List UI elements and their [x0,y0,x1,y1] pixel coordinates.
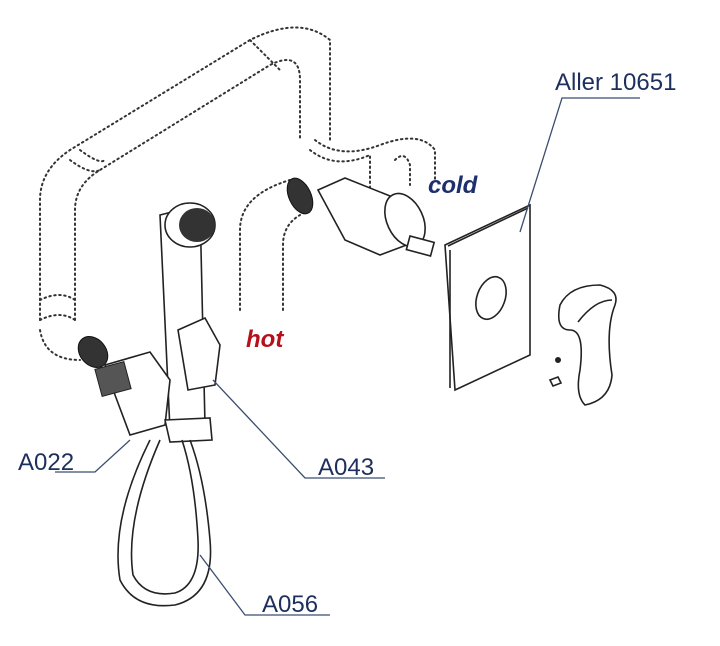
hidden-pipes [39,26,436,361]
hot-label: hot [246,326,284,353]
lever-handle [548,284,617,406]
part-label-a043: A043 [318,454,374,481]
mixer-cartridge [316,177,436,257]
angle-valve [94,351,213,443]
leader-a043 [212,379,385,479]
pipe-end-hot [286,177,314,215]
hand-shower [159,202,221,431]
cover-plate [444,203,531,392]
leader-a056 [199,554,330,616]
leader-aller [519,97,640,233]
hose [117,439,212,607]
part-label-a056: A056 [262,591,318,618]
pipe-end-wall [77,336,109,368]
cold-label: cold [428,172,479,199]
product-label: Aller 10651 [555,69,676,96]
part-label-a022: A022 [18,449,74,476]
leader-a022 [55,439,131,473]
